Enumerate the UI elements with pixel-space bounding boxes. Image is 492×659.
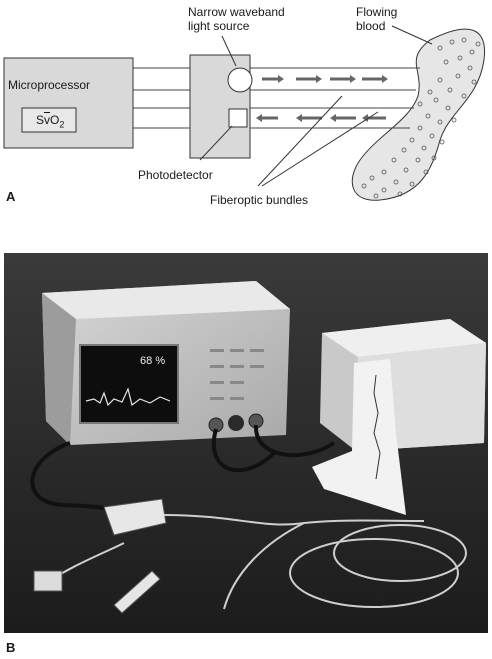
monitor-readout: 68 %: [140, 355, 166, 367]
svo2-display-box: [21, 107, 77, 133]
flowing-blood-label-line1: Flowing: [356, 5, 398, 19]
svo2-label: SvO2: [36, 113, 65, 130]
light-source-circle: [227, 67, 253, 93]
catheter: [47, 514, 467, 610]
photodetector-label: Photodetector: [138, 168, 213, 182]
emitted-light-arrows: [262, 75, 388, 83]
fiberoptic-bundles-label: Fiberoptic bundles: [210, 193, 309, 207]
light-source-label-line1: Narrow waveband: [188, 5, 285, 19]
photodetector-square: [228, 108, 248, 128]
returning-light-arrows: [256, 114, 386, 122]
schematic-diagram: [3, 25, 486, 201]
flowing-blood-label-line2: blood: [356, 19, 386, 33]
oximetry-monitor: [42, 281, 290, 445]
blood-cells: [361, 37, 481, 199]
photo-illustration: [4, 253, 488, 633]
microprocessor-label: Microprocessor: [8, 78, 91, 92]
monitor-controls: [210, 349, 264, 400]
monitor-screen: [79, 344, 179, 424]
equipment-photograph: [4, 253, 488, 633]
optical-module: [103, 498, 167, 536]
light-source-label-line2: light source: [188, 19, 250, 33]
panel-a-letter: A: [6, 189, 16, 204]
fiberoptic-lines: [133, 67, 420, 129]
microprocessor-box: [3, 57, 134, 149]
paper-strip: [312, 359, 406, 515]
blood-vessel: [351, 28, 486, 201]
leader-lines: [199, 25, 433, 187]
strip-chart-printer: [312, 319, 486, 515]
panel-b-letter: B: [6, 640, 16, 655]
monitor-trace: [85, 387, 171, 407]
syringe: [33, 570, 161, 614]
